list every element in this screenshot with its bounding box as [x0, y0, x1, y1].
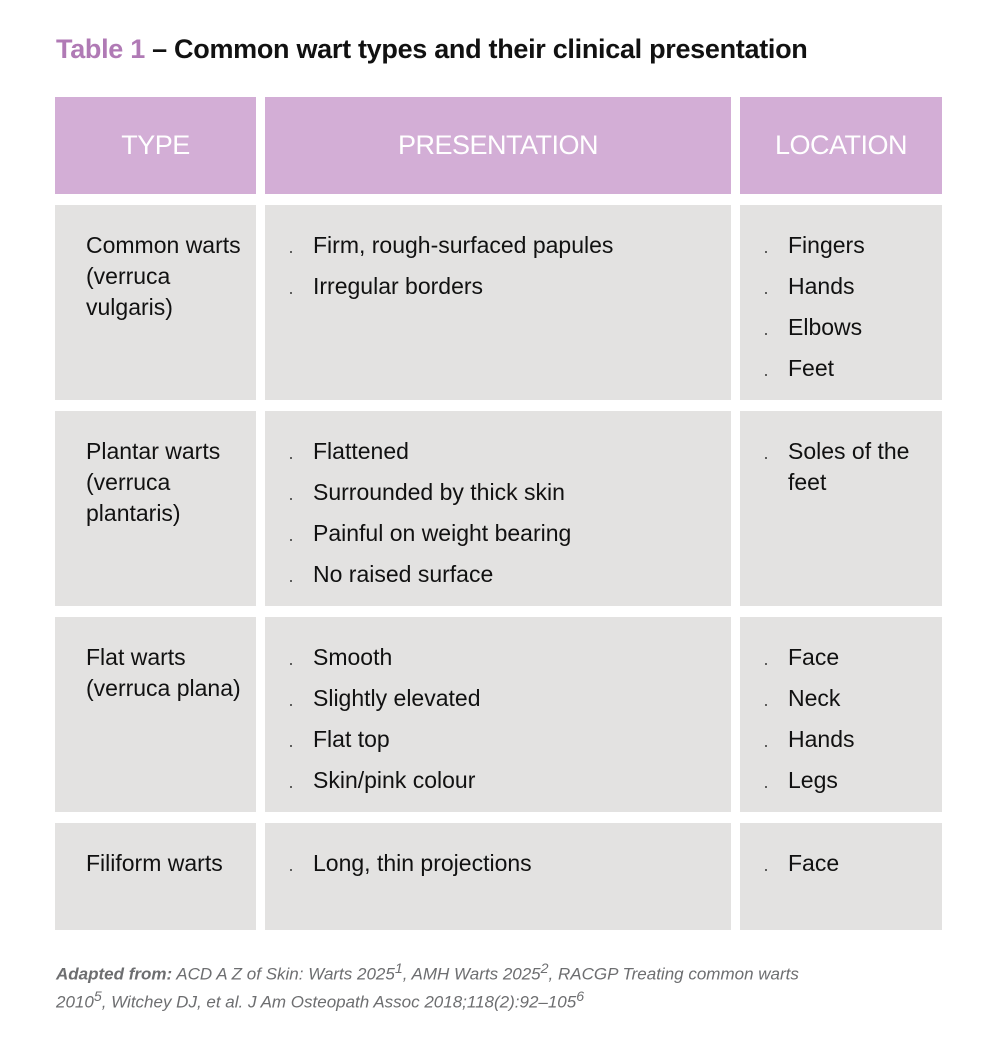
presentation-item: Surrounded by thick skin: [265, 477, 731, 508]
header-type: TYPE: [55, 97, 256, 194]
type-cell: Flat warts (verruca plana): [55, 617, 256, 812]
location-list: Soles of the feet: [740, 436, 942, 498]
presentation-item: Firm, rough-surfaced papules: [265, 230, 731, 261]
footnote-text: , RACGP Treating common warts 2010: [56, 964, 799, 1012]
presentation-item: Smooth: [265, 642, 731, 673]
footnote-ref: 6: [576, 988, 585, 1005]
location-item: Hands: [740, 271, 942, 302]
footnote-text: , AMH Warts 2025: [402, 964, 541, 984]
footnote-ref: 1: [394, 961, 403, 977]
table-title: Table 1 – Common wart types and their cl…: [56, 34, 808, 65]
location-list: Face: [740, 848, 942, 879]
location-item: Fingers: [740, 230, 942, 261]
type-cell: Filiform warts: [55, 823, 256, 930]
location-item: Face: [740, 642, 942, 673]
location-cell: Soles of the feet: [740, 411, 942, 606]
presentation-item: Skin/pink colour: [265, 765, 731, 796]
type-cell: Common warts (verruca vulgaris): [55, 205, 256, 400]
presentation-cell: Long, thin projections: [265, 823, 731, 930]
footnote-label: Adapted from:: [56, 964, 173, 984]
location-item: Feet: [740, 353, 942, 384]
type-cell: Plantar warts (verruca plantaris): [55, 411, 256, 606]
presentation-item: Long, thin projections: [265, 848, 731, 879]
table-caption: – Common wart types and their clinical p…: [144, 34, 808, 64]
footnote-text: , Witchey DJ, et al. J Am Osteopath Asso…: [101, 992, 577, 1012]
presentation-item: Flattened: [265, 436, 731, 467]
location-item: Soles of the feet: [740, 436, 942, 498]
presentation-item: Irregular borders: [265, 271, 731, 302]
footnote-ref: 5: [93, 988, 102, 1005]
location-item: Hands: [740, 724, 942, 755]
presentation-item: Painful on weight bearing: [265, 518, 731, 549]
location-item: Face: [740, 848, 942, 879]
table-number: Table 1: [56, 34, 145, 64]
presentation-item: No raised surface: [265, 559, 731, 590]
location-item: Elbows: [740, 312, 942, 343]
presentation-item: Flat top: [265, 724, 731, 755]
location-cell: Face: [740, 823, 942, 930]
header-presentation: PRESENTATION: [265, 97, 731, 194]
presentation-item: Slightly elevated: [265, 683, 731, 714]
location-item: Neck: [740, 683, 942, 714]
presentation-list: Long, thin projections: [265, 848, 731, 879]
wart-types-table: TYPE PRESENTATION LOCATION Common warts …: [55, 97, 942, 930]
location-item: Legs: [740, 765, 942, 796]
source-footnote: Adapted from: ACD A Z of Skin: Warts 202…: [56, 958, 816, 1013]
footnote-ref: 2: [540, 961, 549, 977]
header-location: LOCATION: [740, 97, 942, 194]
footnote-text: ACD A Z of Skin: Warts 2025: [172, 964, 395, 984]
